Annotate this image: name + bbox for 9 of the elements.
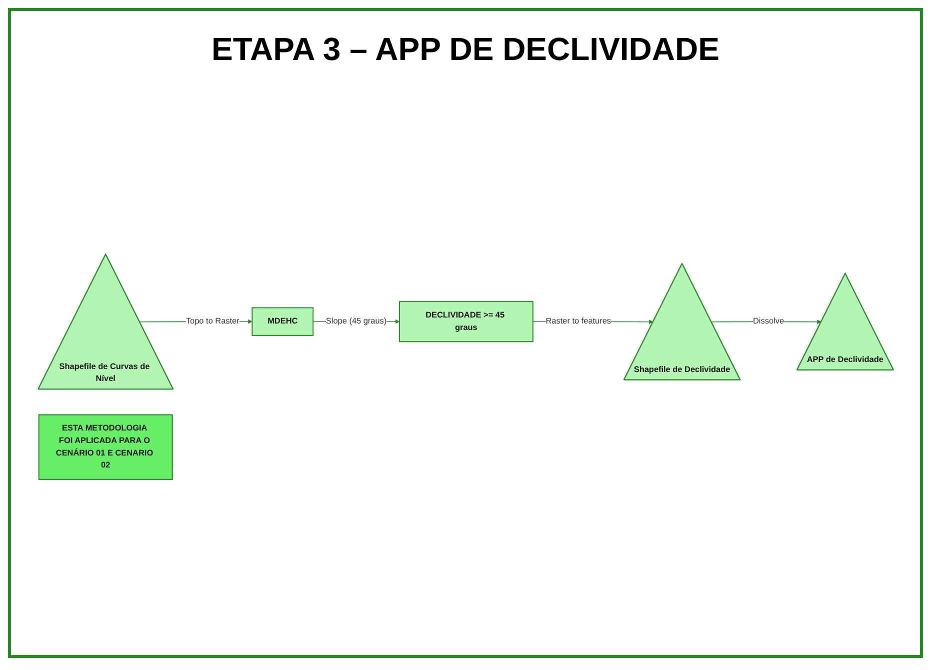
edge-label: Dissolve — [752, 316, 784, 326]
edge-label: Slope (45 graus) — [326, 316, 386, 326]
edge-label: Topo to Raster — [186, 316, 240, 326]
node-box — [398, 300, 534, 342]
title: ETAPA 3 – APP DE DECLIVIDADE — [212, 31, 720, 68]
diagram-frame: ETAPA 3 – APP DE DECLIVIDADE Topo to Raster Slope (45 graus) Raster to features Dissolve Shapefile de Curvas de Nível MDEHC DECLIVIDADE >= 45 graus Shapefile de Declividade APP de Declividade ESTA METODOLOGIA FOI APLICADA PARA O CENÁRIO 01 E CENARIO 02 — [8, 8, 923, 658]
node-box — [38, 414, 173, 480]
edge-label: Raster to features — [545, 316, 611, 326]
node-box — [251, 306, 314, 336]
